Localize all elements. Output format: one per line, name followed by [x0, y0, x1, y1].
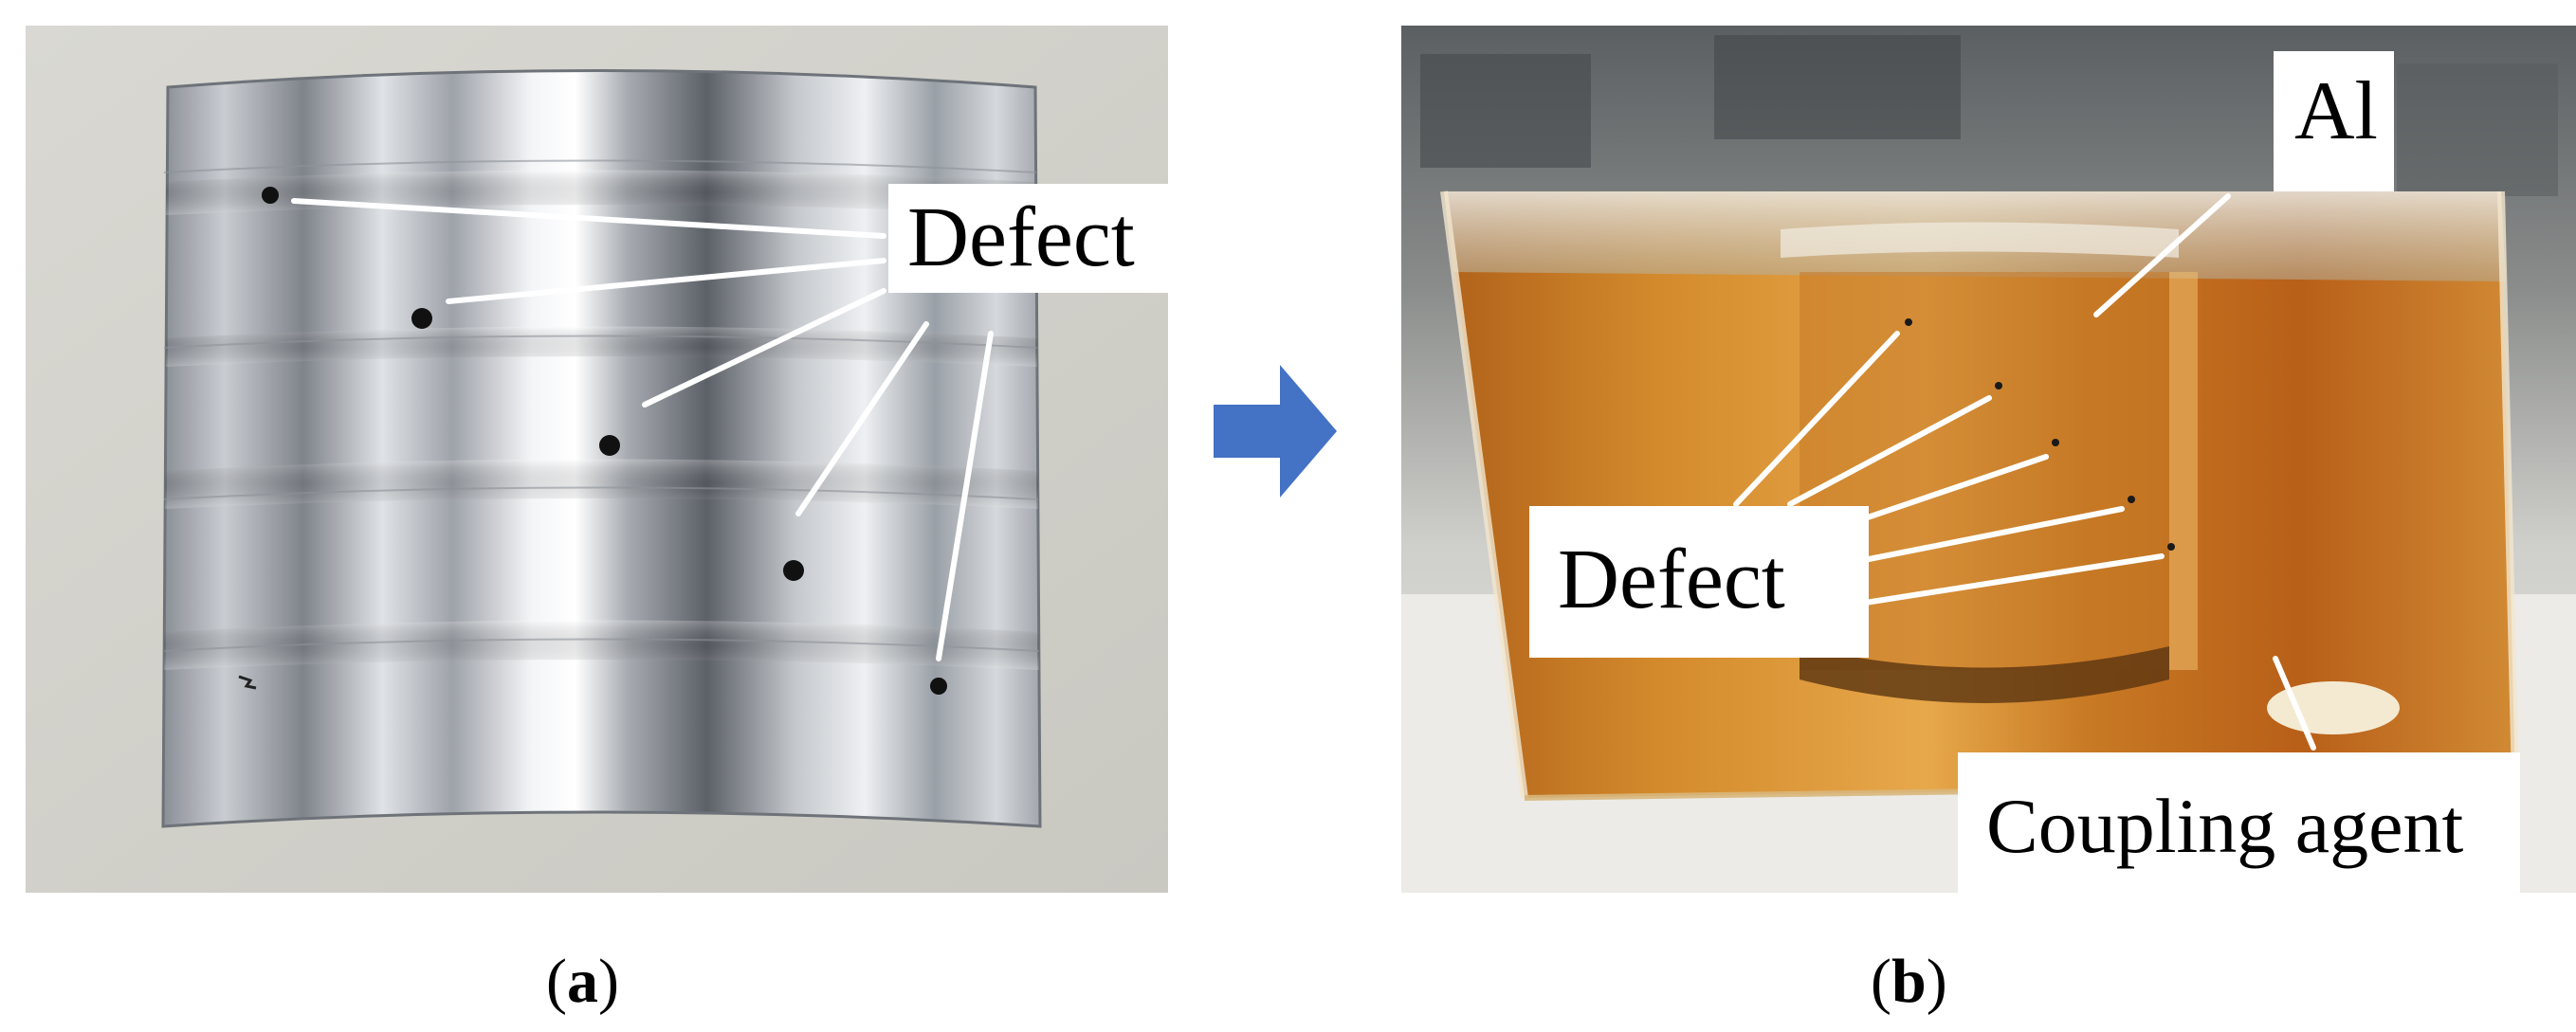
aluminum-specimen-image: [26, 26, 1168, 893]
defect-label: Defect: [1529, 506, 1869, 658]
caption-b-open: (: [1871, 947, 1891, 1016]
photo-tank-with-coupling-agent: Al Defect Coupling agent: [1401, 26, 2576, 893]
right-arrow-icon: [1214, 365, 1337, 498]
photo-aluminum-specimen: Defect: [26, 26, 1168, 893]
coupling-agent-label: Coupling agent: [1958, 752, 2520, 893]
caption-b: (b): [1871, 951, 1947, 1013]
caption-a-letter: a: [566, 947, 598, 1016]
caption-a: (a): [546, 951, 619, 1013]
aluminum-label: Al: [2274, 51, 2394, 191]
caption-a-open: (: [546, 947, 567, 1016]
caption-a-close: ): [597, 947, 619, 1016]
caption-b-letter: b: [1891, 947, 1927, 1016]
defect-label: Defect: [888, 184, 1168, 293]
caption-b-close: ): [1926, 947, 1947, 1016]
